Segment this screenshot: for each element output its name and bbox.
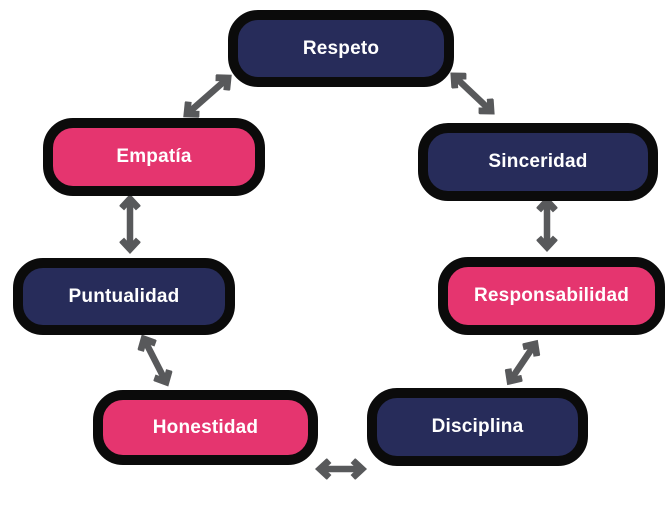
arrow-responsabilidad-disciplina xyxy=(510,344,535,381)
arrow-respeto-empatia xyxy=(187,78,228,114)
node-responsabilidad-label: Responsabilidad xyxy=(473,285,630,306)
node-disciplina: Disciplina xyxy=(367,388,588,466)
node-honestidad: Honestidad xyxy=(93,390,318,465)
node-respeto-label: Respeto xyxy=(302,37,380,59)
node-puntualidad-label: Puntualidad xyxy=(68,285,180,307)
node-sinceridad: Sinceridad xyxy=(418,123,658,201)
arrow-respeto-sinceridad xyxy=(454,76,491,111)
node-sinceridad-label: Sinceridad xyxy=(488,151,588,172)
arrow-puntualidad-honestidad xyxy=(144,339,166,382)
node-empatia-label: Empatía xyxy=(116,146,192,167)
node-honestidad-label: Honestidad xyxy=(152,416,259,438)
node-responsabilidad: Responsabilidad xyxy=(438,257,665,335)
node-disciplina-label: Disciplina xyxy=(431,416,524,437)
node-empatia: Empatía xyxy=(43,118,265,196)
node-puntualidad: Puntualidad xyxy=(13,258,235,335)
node-respeto: Respeto xyxy=(228,10,454,87)
